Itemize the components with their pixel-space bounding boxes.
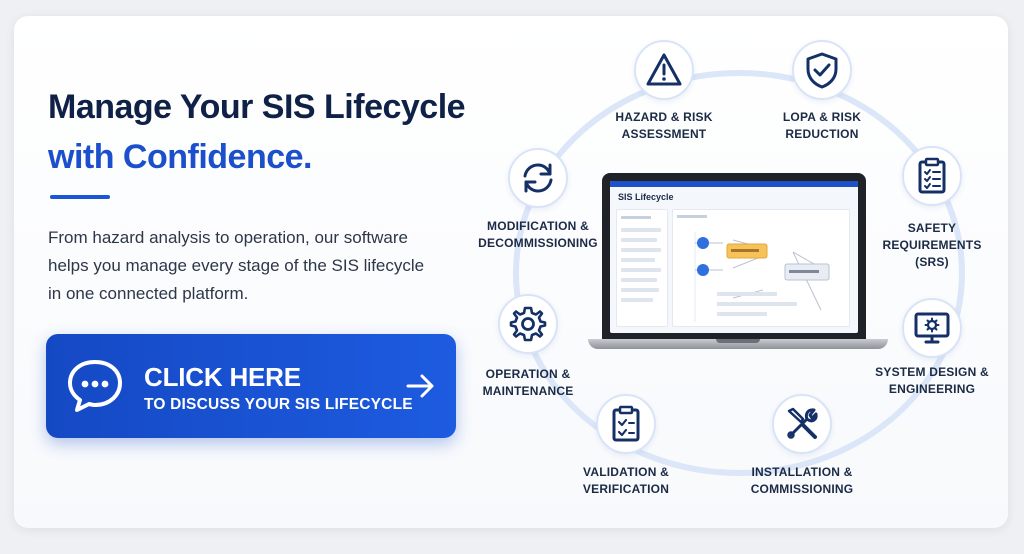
stage-label: LOPA & RISK REDUCTION [782, 110, 862, 141]
stage-label: OPERATION & MAINTENANCE [482, 367, 574, 398]
arrow-right-icon [406, 374, 434, 398]
hero-card: Manage Your SIS Lifecycle with Confidenc… [14, 16, 1008, 528]
tools-icon [787, 407, 818, 439]
refresh-icon [523, 163, 553, 193]
stage-label: SYSTEM DESIGN & ENGINEERING [875, 365, 989, 396]
cta-title: CLICK HERE [144, 362, 301, 392]
gear-icon [509, 306, 547, 342]
discuss-cta-button[interactable]: CLICK HERE TO DISCUSS YOUR SIS LIFECYCLE [46, 334, 456, 438]
hero-description: From hazard analysis to operation, our s… [48, 228, 425, 303]
stage-label: VALIDATION & VERIFICATION [582, 465, 670, 496]
screen-sidebar [616, 209, 668, 327]
screen-workflow [672, 209, 850, 327]
checklist-icon [918, 157, 946, 194]
laptop-screen: SIS Lifecycle [602, 173, 866, 339]
page-title: Manage Your SIS Lifecycle with Confidenc… [48, 82, 488, 182]
stage-label: MODIFICATION & DECOMMISSIONING [478, 219, 598, 250]
chat-bubble-icon [68, 360, 122, 412]
stage-label: SAFETY REQUIREMENTS (SRS) [882, 221, 982, 269]
cta-subtitle: TO DISCUSS YOUR SIS LIFECYCLE [144, 396, 413, 413]
monitor-gear-icon [914, 312, 950, 344]
title-underline [50, 195, 110, 199]
stage-label: INSTALLATION & COMMISSIONING [750, 465, 854, 496]
laptop-base [588, 339, 888, 349]
clipboard-check-icon [612, 405, 640, 442]
title-line-2: with Confidence. [48, 138, 313, 176]
warning-icon [646, 53, 682, 86]
title-line-1: Manage Your SIS Lifecycle [48, 88, 466, 126]
stage-label: HAZARD & RISK ASSESSMENT [615, 110, 713, 141]
screen-title: SIS Lifecycle [618, 192, 674, 202]
shield-check-icon [806, 52, 838, 89]
laptop-mockup: SIS Lifecycle [588, 173, 888, 353]
app-screen: SIS Lifecycle [610, 181, 858, 333]
